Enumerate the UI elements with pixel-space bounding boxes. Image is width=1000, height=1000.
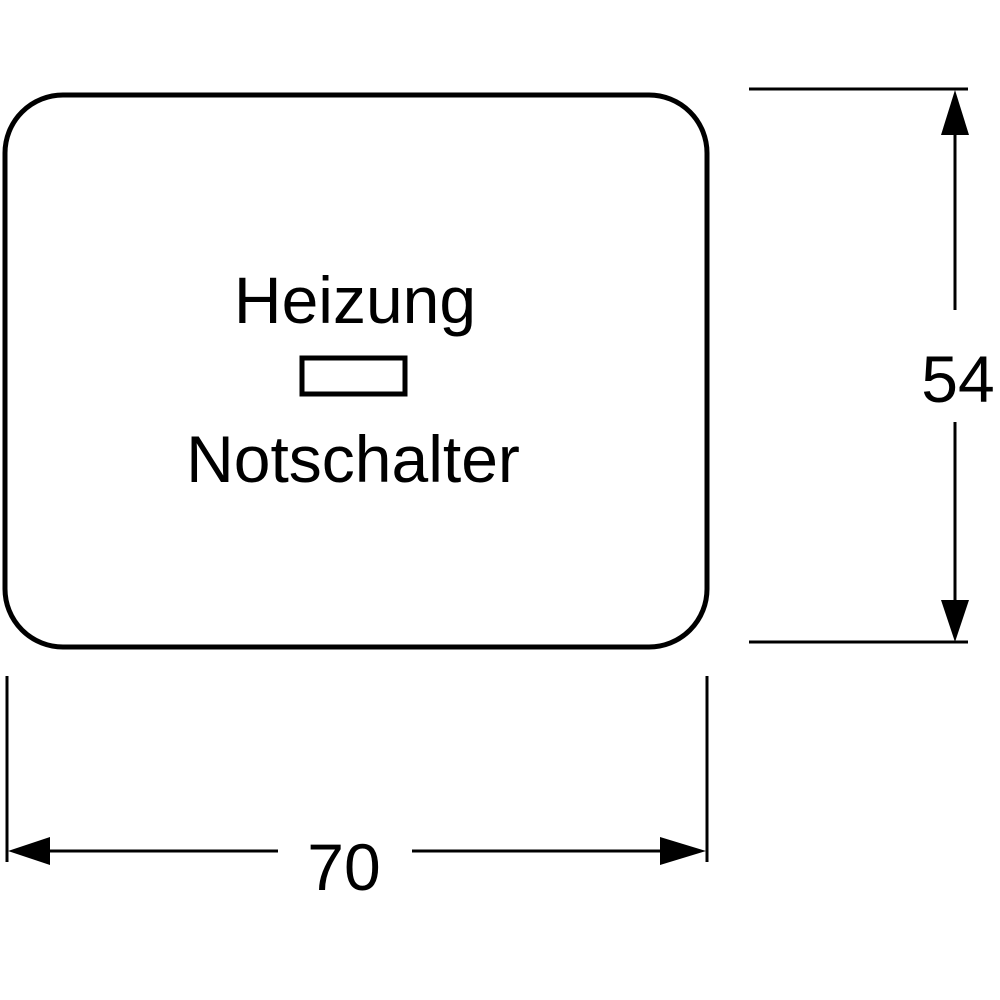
plate-label-line2: Notschalter — [186, 422, 520, 496]
width-arrow-right-icon — [660, 837, 706, 865]
plate-label-line1: Heizung — [234, 263, 476, 337]
width-arrow-left-icon — [8, 837, 50, 865]
plate-outline — [2, 92, 710, 650]
width-dimension-value: 70 — [307, 830, 380, 904]
plate-indicator-window — [299, 355, 408, 397]
width-dimension: 70 — [5, 676, 709, 904]
height-dimension-value: 54 — [921, 342, 994, 416]
height-arrow-top-icon — [941, 90, 969, 135]
height-dimension: 54 — [749, 87, 995, 644]
height-arrow-bottom-icon — [941, 600, 969, 642]
